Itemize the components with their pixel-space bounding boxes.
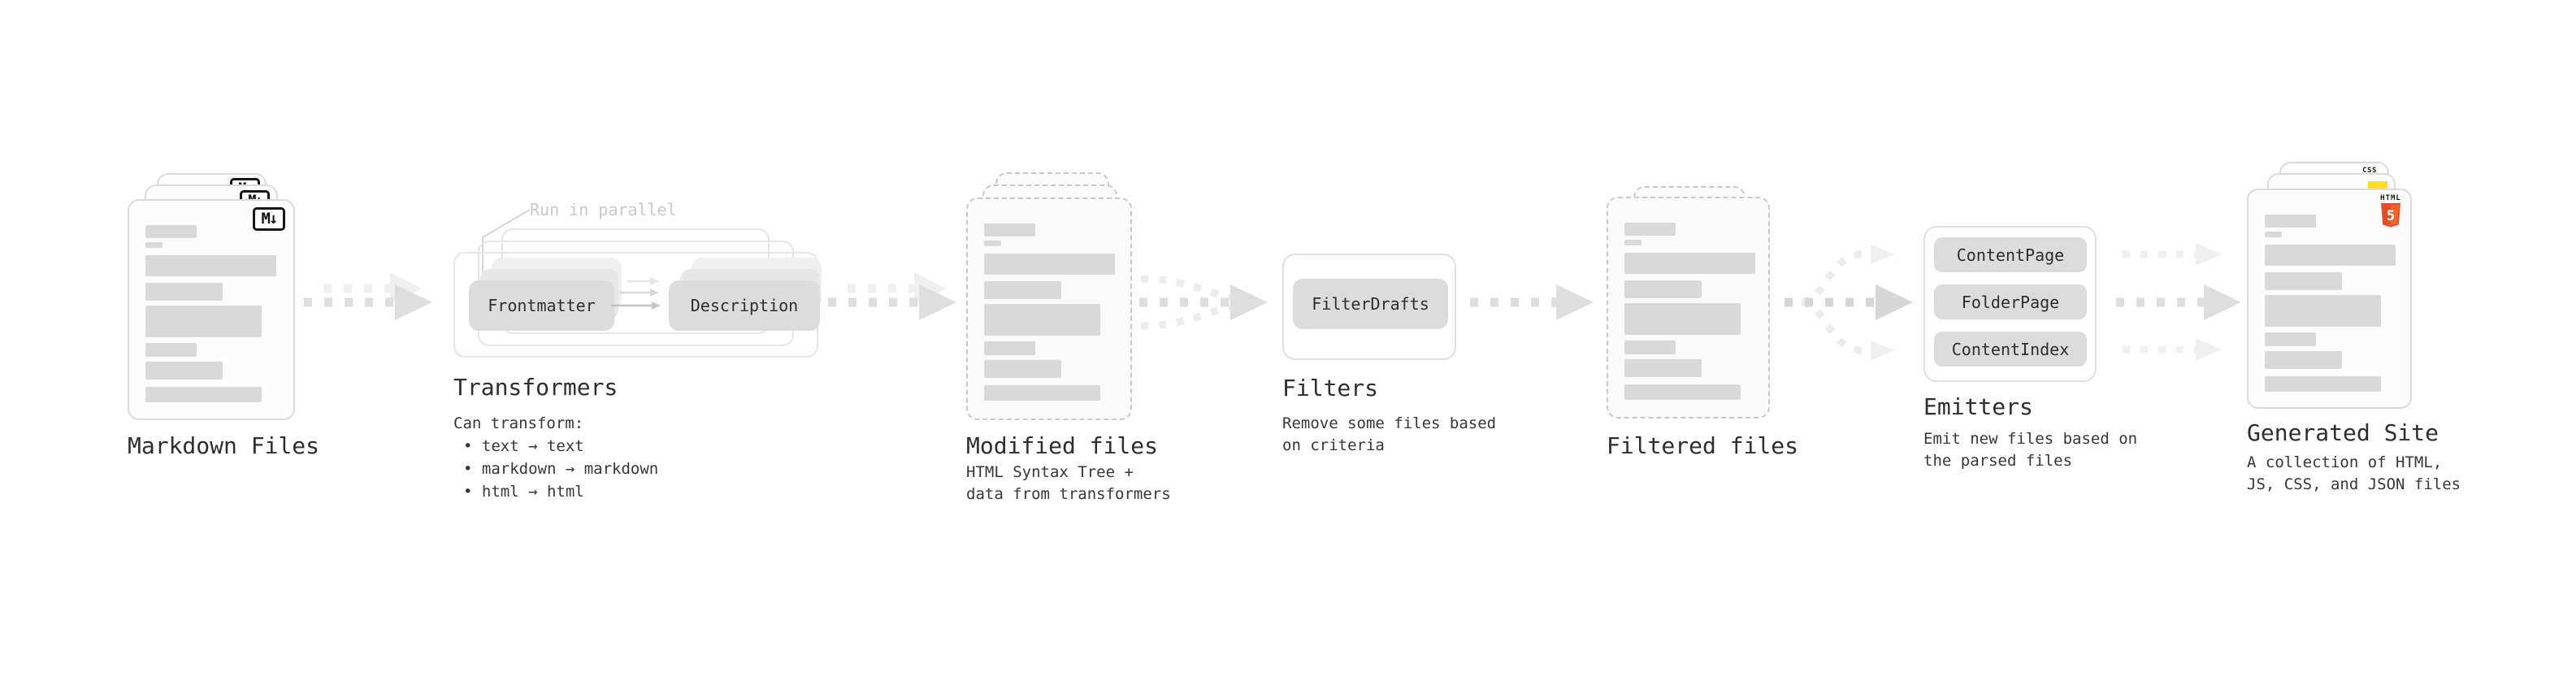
flow-arrow-modified-to-filters bbox=[1139, 275, 1268, 330]
doc-content-bar bbox=[1624, 253, 1755, 274]
doc-content-bar bbox=[145, 362, 223, 380]
stage-label-modified-files: Modified files bbox=[966, 432, 1159, 459]
doc-content-bar bbox=[2265, 215, 2316, 228]
doc-content-bar bbox=[1624, 384, 1741, 400]
transformers-bullet: markdown → markdown bbox=[463, 458, 658, 480]
flow-arrow-filtered-to-emitters bbox=[1785, 245, 1913, 360]
html5-icon: HTML 5 bbox=[2380, 194, 2401, 228]
transformers-note-title: Can transform: bbox=[453, 414, 584, 432]
doc-content-bar bbox=[984, 385, 1100, 401]
markdown-icon: M↓ bbox=[253, 207, 285, 231]
doc-content-bar bbox=[984, 360, 1061, 378]
pill-link-arrows bbox=[611, 277, 661, 310]
description-pill: Description bbox=[669, 280, 820, 331]
doc-content-bar bbox=[984, 254, 1115, 275]
doc-content-bar bbox=[2265, 376, 2381, 392]
generated-site-desc: JS, CSS, and JSON files bbox=[2247, 475, 2461, 493]
filterdrafts-pill: FilterDrafts bbox=[1293, 279, 1448, 329]
stage-label-emitters: Emitters bbox=[1923, 393, 2033, 420]
markdown-file-card-front: M↓ bbox=[128, 199, 295, 420]
annotation-connector-line bbox=[482, 209, 531, 281]
doc-content-bar bbox=[1624, 240, 1641, 245]
flow-arrow-filters-to-filtered bbox=[1470, 284, 1594, 320]
contentindex-pill: ContentIndex bbox=[1934, 332, 2087, 367]
doc-content-bar bbox=[145, 343, 197, 357]
doc-content-bar bbox=[1624, 280, 1702, 298]
stage-label-filters: Filters bbox=[1282, 375, 1379, 401]
filtered-file-card-front bbox=[1607, 197, 1770, 419]
doc-content-bar bbox=[145, 387, 262, 402]
doc-content-bar bbox=[984, 241, 1001, 246]
modified-file-card-front bbox=[966, 197, 1132, 420]
stage-label-transformers: Transformers bbox=[453, 374, 618, 401]
flow-arrows-emitters-to-site bbox=[2116, 243, 2241, 361]
svg-text:5: 5 bbox=[2387, 208, 2395, 224]
flow-arrow-transformers-to-modified bbox=[828, 272, 956, 320]
doc-content-bar bbox=[2265, 332, 2316, 346]
doc-content-bar bbox=[145, 225, 197, 238]
doc-content-bar bbox=[145, 283, 223, 301]
flow-arrow-md-to-transformers bbox=[304, 272, 432, 320]
doc-content-bar bbox=[2265, 245, 2396, 266]
doc-content-bar bbox=[984, 281, 1061, 299]
doc-content-bar bbox=[145, 255, 276, 276]
doc-content-bar bbox=[984, 341, 1035, 355]
modified-files-desc: HTML Syntax Tree + bbox=[966, 463, 1134, 481]
doc-content-bar bbox=[2265, 351, 2342, 369]
doc-content-bar bbox=[1624, 303, 1741, 335]
filters-desc: Remove some files based bbox=[1282, 414, 1497, 432]
stage-label-filtered-files: Filtered files bbox=[1607, 432, 1799, 459]
stage-label-generated-site: Generated Site bbox=[2247, 419, 2439, 446]
doc-content-bar bbox=[2265, 232, 2282, 237]
transformers-bullet: html → html bbox=[463, 481, 584, 503]
doc-content-bar bbox=[1624, 223, 1676, 236]
emitters-desc: the parsed files bbox=[1923, 452, 2073, 470]
doc-content-bar bbox=[2265, 295, 2381, 327]
frontmatter-pill: Frontmatter bbox=[469, 280, 614, 331]
run-in-parallel-label: Run in parallel bbox=[530, 200, 677, 219]
filters-desc: on criteria bbox=[1282, 436, 1385, 454]
transformers-bullet: text → text bbox=[463, 436, 584, 458]
doc-content-bar bbox=[1624, 359, 1702, 377]
doc-content-bar bbox=[984, 304, 1100, 336]
doc-content-bar bbox=[145, 242, 163, 248]
stage-label-markdown-files: Markdown Files bbox=[128, 432, 320, 459]
doc-content-bar bbox=[2265, 272, 2342, 290]
site-file-card-front: HTML 5 bbox=[2247, 189, 2412, 409]
contentpage-pill: ContentPage bbox=[1934, 237, 2087, 272]
doc-content-bar bbox=[145, 306, 262, 337]
emitters-desc: Emit new files based on bbox=[1923, 430, 2138, 448]
doc-content-bar bbox=[984, 223, 1035, 236]
generated-site-desc: A collection of HTML, bbox=[2247, 453, 2443, 471]
modified-files-desc: data from transformers bbox=[966, 485, 1171, 503]
folderpage-pill: FolderPage bbox=[1934, 284, 2087, 319]
doc-content-bar bbox=[1624, 340, 1676, 354]
